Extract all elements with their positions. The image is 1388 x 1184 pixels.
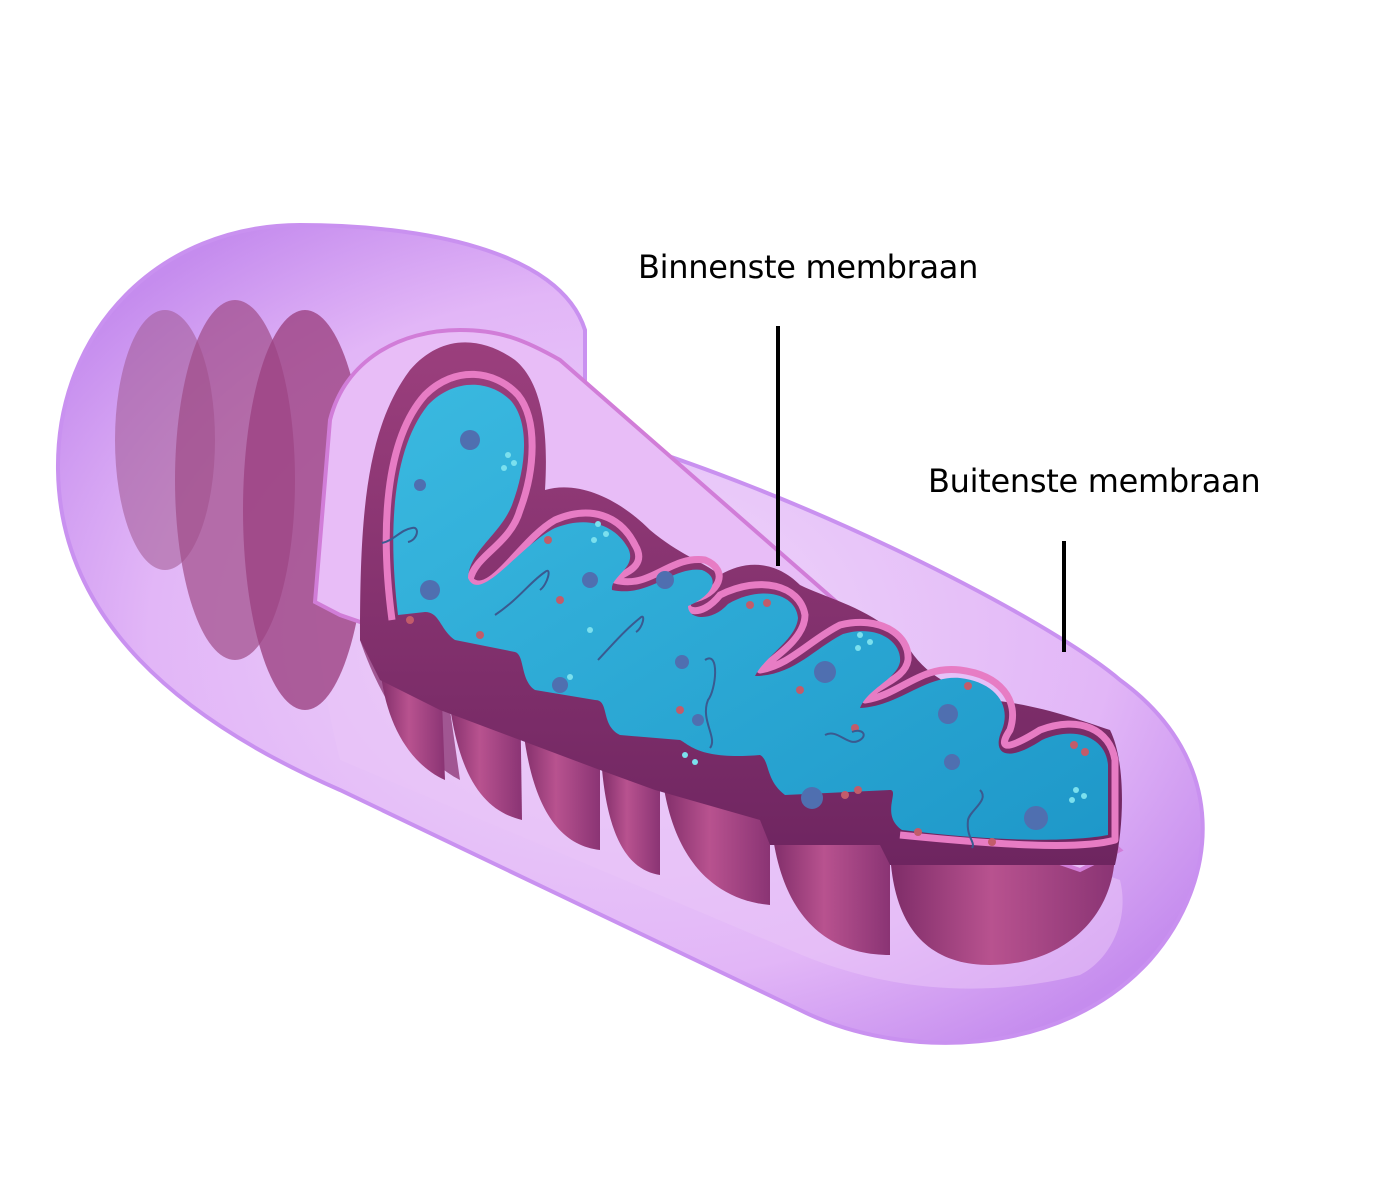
matrix-granules xyxy=(381,430,1089,849)
outer-membrane-label: Buitenste membraan xyxy=(928,462,1261,500)
inner-membrane-cut xyxy=(312,327,1124,873)
inner-membrane-label: Binnenste membraan xyxy=(638,248,979,286)
